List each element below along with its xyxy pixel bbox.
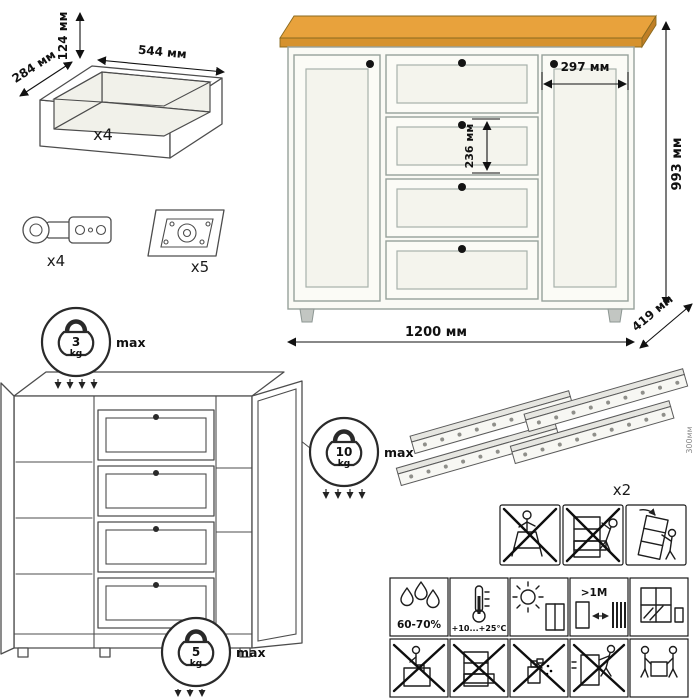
drawer-3-knob — [458, 183, 466, 191]
humidity-label: 60-70% — [397, 619, 442, 631]
load-drawer-unit: kg — [190, 659, 202, 669]
cabinet-right-door-panel — [553, 68, 617, 288]
cabinet-drawer-4 — [385, 240, 539, 300]
drawer-box-inner-bottom — [53, 101, 211, 137]
cabinet-height-label: 993 мм — [670, 138, 685, 191]
cabinet-drawer-2 — [385, 116, 539, 176]
open-left-door — [0, 382, 15, 655]
load-drawer-max: max — [236, 645, 266, 660]
cabinet-drawer-1 — [385, 54, 539, 114]
load-top-value: 3 — [72, 335, 80, 349]
load-top-max: max — [116, 335, 146, 350]
cabinet-top-front-edge — [279, 37, 643, 48]
cabinet-width-label: 1200 мм — [405, 325, 467, 340]
no-open-drawer-load-icon — [449, 638, 509, 698]
window-icon — [629, 577, 689, 637]
load-limit-top: 3 kg max — [40, 306, 146, 389]
load-shelf-unit: kg — [338, 459, 350, 469]
drawer-box-width-arrow — [97, 56, 225, 76]
no-solvent-cleaning-icon — [509, 638, 569, 698]
radiator-distance-icon: >1M — [569, 577, 629, 637]
drawer-box-depth-arrow — [19, 61, 73, 97]
humidity-icon: 60-70% — [389, 577, 449, 637]
load-limit-diagram: 3 kg max 10 kg max 5 kg max — [0, 306, 414, 697]
cabinet-top-surface — [279, 15, 657, 39]
tip-over-warning-icon — [625, 504, 687, 566]
load-shelf-max: max — [384, 445, 414, 460]
open-right-door — [251, 380, 303, 649]
open-cabinet-top — [13, 371, 285, 397]
drawer-box-count: x4 — [93, 125, 113, 144]
chest-of-drawers: 297 мм 236 мм 993 мм 1200 мм 419 мм — [279, 14, 693, 349]
load-drawer-value: 5 — [192, 645, 200, 659]
cabinet-top-side-edge — [641, 14, 657, 49]
drawer-1-knob — [458, 59, 466, 67]
slide-pair-2 — [503, 369, 695, 464]
drawer-box-height-label: 124 мм — [56, 12, 70, 61]
cabinet-foot-left — [299, 308, 315, 323]
hinge-icon: x4 — [22, 216, 112, 270]
left-door-knob — [366, 60, 374, 68]
min-distance-label: >1M — [581, 587, 608, 599]
no-dragging-icon — [569, 638, 629, 698]
drawer-box-diagram: x4 124 мм 544 мм 284 мм — [10, 12, 225, 159]
slide-length-label: 300мм — [685, 426, 694, 453]
no-sitting-icon — [389, 638, 449, 698]
drawer-2-knob — [458, 121, 466, 129]
right-door-knob — [550, 60, 558, 68]
warning-icons-row — [499, 504, 687, 566]
cabinet-depth-label: 419 мм — [629, 292, 675, 334]
hinge-count: x4 — [47, 252, 65, 270]
drawer-4-knob — [458, 245, 466, 253]
slide-count: x2 — [613, 481, 631, 499]
carry-two-people-icon — [629, 638, 689, 698]
care-icons-grid: 60-70% +10...+25°C >1M — [389, 577, 689, 698]
open-cabinet-drawing — [0, 371, 303, 658]
cabinet-drawer-3 — [385, 178, 539, 238]
foot-count: x5 — [191, 258, 209, 276]
load-top-unit: kg — [70, 349, 82, 359]
no-standing-icon — [499, 504, 561, 566]
temperature-icon: +10...+25°C — [449, 577, 509, 637]
foot-icon: x5 — [147, 209, 225, 276]
load-shelf-value: 10 — [336, 445, 353, 459]
sunlight-icon — [509, 577, 569, 637]
load-limit-drawer: 5 kg max — [160, 616, 266, 697]
cabinet-left-door-panel — [305, 68, 369, 288]
cabinet-depth-arrow — [639, 303, 693, 349]
temperature-label: +10...+25°C — [452, 624, 507, 633]
no-child-climbing-icon — [562, 504, 624, 566]
drawer-box-depth-label: 284 мм — [10, 47, 59, 85]
load-limit-shelf: 10 kg max — [308, 416, 414, 499]
drawer-box-width-label: 544 мм — [137, 43, 187, 62]
drawer-slides: x2 300мм — [389, 369, 695, 499]
drawer-height-label: 236 мм — [463, 124, 476, 169]
cabinet-foot-right — [607, 308, 623, 323]
door-width-label: 297 мм — [561, 60, 610, 74]
